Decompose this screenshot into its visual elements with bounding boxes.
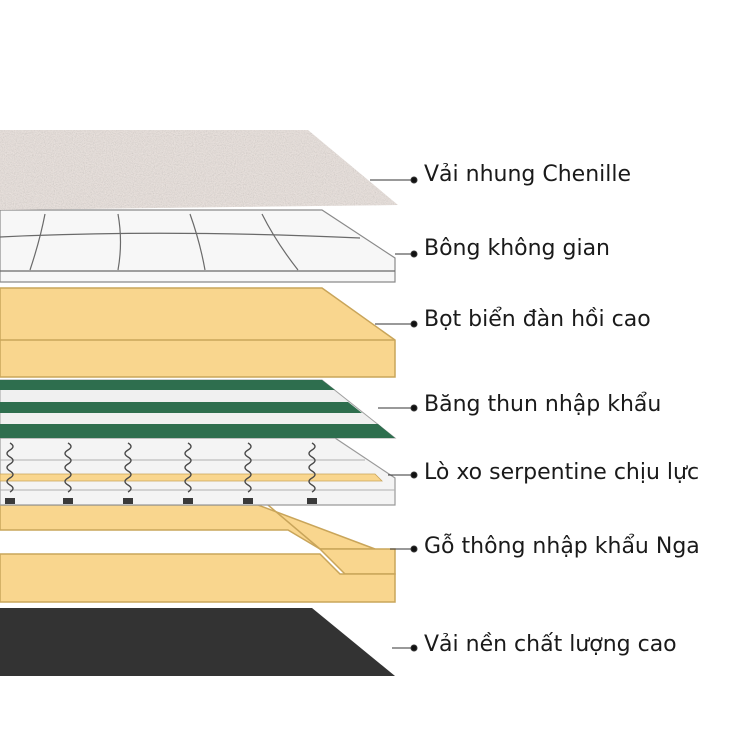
layer-chenille [0, 130, 398, 210]
spring-clip [63, 498, 73, 504]
base-fabric-sheet [0, 608, 395, 676]
label-space-cotton: Bông không gian [424, 236, 611, 261]
spring-deck [0, 437, 396, 506]
spring-coil [308, 442, 316, 493]
spring-coil [244, 442, 252, 493]
label-high-resilience-foam: Bọt biển đàn hồi cao [424, 307, 651, 332]
spring-coil [124, 442, 132, 493]
webbing-strap [0, 402, 362, 413]
chenille-sheet [0, 130, 398, 210]
label-base-fabric: Vải nền chất lượng cao [424, 632, 677, 657]
spring-clip [243, 498, 253, 504]
layer-foam [0, 287, 396, 378]
padding-sheet [0, 209, 396, 283]
frame-rail-top [0, 504, 376, 550]
layer-elastic-webbing [0, 379, 397, 439]
label-elastic-webbing: Băng thun nhập khẩu [424, 392, 662, 417]
label-serpentine-springs: Lò xo serpentine chịu lực [424, 460, 700, 485]
quilting-lines [0, 213, 361, 271]
label-pine-wood-frame: Gỗ thông nhập khẩu Nga [424, 534, 700, 559]
spring-clip [307, 498, 317, 504]
spring-clips [5, 498, 317, 504]
spring-coil [64, 442, 72, 493]
frame-rail-bottom [0, 553, 396, 603]
spring-clip [5, 498, 15, 504]
label-chenille-fabric: Vải nhung Chenille [424, 162, 632, 187]
webbing-strap [0, 380, 335, 390]
spring-clip [123, 498, 133, 504]
spring-coil [184, 442, 192, 493]
layer-base-fabric [0, 608, 395, 676]
spring-clip [183, 498, 193, 504]
layer-pine-frame [0, 504, 396, 603]
leader-lines [370, 176, 418, 652]
webbing-strap [0, 424, 395, 438]
foam-block [0, 287, 396, 378]
layer-padding [0, 209, 396, 283]
layer-serpentine-springs [0, 437, 396, 506]
spring-coil [6, 442, 14, 493]
spring-coils [6, 442, 316, 493]
